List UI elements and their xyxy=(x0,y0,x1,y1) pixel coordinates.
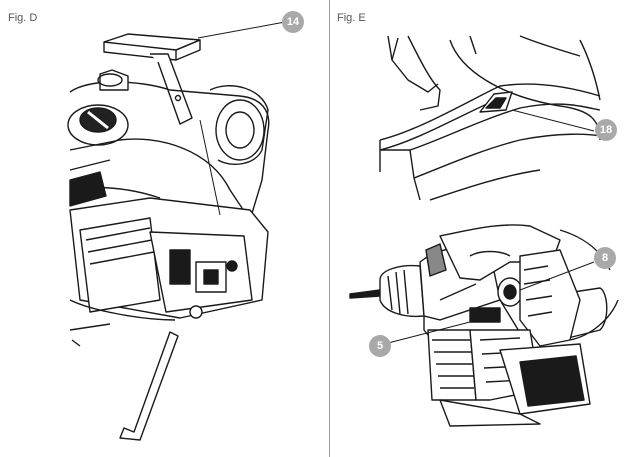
callout-5: 5 xyxy=(369,335,391,357)
callout-8: 8 xyxy=(594,247,616,269)
fig-d-illustration xyxy=(67,21,286,441)
fig-d-label: Fig. D xyxy=(8,12,38,24)
callout-18: 18 xyxy=(595,119,617,141)
column-divider xyxy=(329,0,330,457)
fig-e-label: Fig. E xyxy=(337,12,366,24)
callout-14: 14 xyxy=(282,11,304,33)
